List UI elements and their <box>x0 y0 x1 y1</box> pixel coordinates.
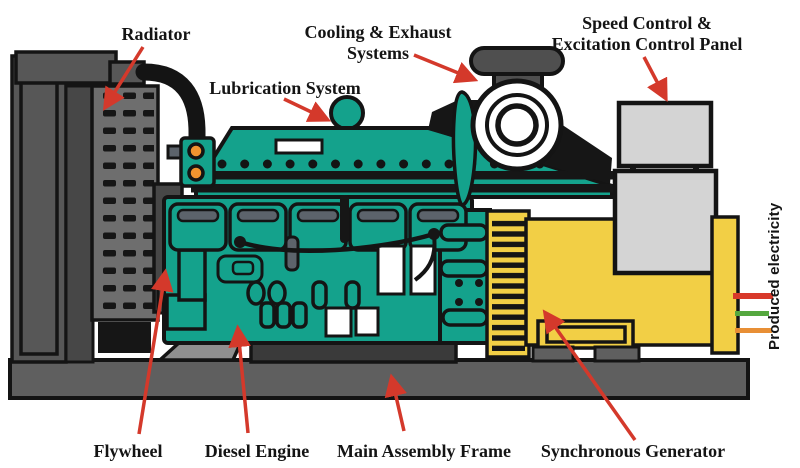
coupling-ribs <box>485 209 531 359</box>
engine-nameplate <box>274 138 324 155</box>
cooling-exhaust-label-line1: Cooling & Exhaust <box>304 22 452 42</box>
generator-foot <box>593 345 641 363</box>
cylinder-heads <box>168 202 468 252</box>
main-assembly-frame <box>8 358 750 400</box>
radiator-bottom-tank <box>98 322 151 353</box>
speed-control-label-line1: Speed Control & <box>582 13 712 33</box>
control-panel-top-box <box>616 100 714 169</box>
lubrication-system-label: Lubrication System <box>209 78 361 98</box>
radiator-label: Radiator <box>121 24 191 44</box>
fan-blade <box>451 90 478 207</box>
annotation-arrows <box>102 46 668 442</box>
wire-red <box>733 293 773 299</box>
rain-cap <box>469 46 565 76</box>
arrow-synchronous-generator <box>542 309 637 442</box>
water-pump-fitting <box>166 136 216 188</box>
diesel-engine <box>162 126 615 345</box>
diesel-engine-label: Diesel Engine <box>204 441 310 461</box>
synchronous-generator-label: Synchronous Generator <box>540 441 726 461</box>
orange-plug <box>187 164 205 182</box>
radiator-top-tank <box>14 50 118 85</box>
radiator-shroud <box>64 84 95 364</box>
control-panel <box>612 100 719 276</box>
lubrication-oil-cap <box>329 95 365 131</box>
wire-green <box>735 311 769 316</box>
output-wires <box>733 293 773 333</box>
speed-control-label: Speed Control & Excitation Control Panel <box>542 13 752 55</box>
arrow-lubrication <box>283 97 332 122</box>
engine-front-cover <box>177 248 207 302</box>
control-panel-bottom-box <box>612 168 719 276</box>
generator-foot <box>531 345 575 363</box>
generator-end-cap <box>710 215 740 355</box>
cooling-exhaust-label: Cooling & Exhaust Systems <box>300 22 456 64</box>
flywheel-label: Flywheel <box>93 441 163 461</box>
produced-electricity-label: Produced electricity <box>766 202 783 350</box>
radiator-assembly <box>10 50 206 364</box>
radiator-hose <box>135 63 206 177</box>
fuel-line <box>239 231 435 253</box>
arrow-diesel-engine <box>228 324 251 434</box>
cooling-exhaust-label-line2: Systems <box>347 43 409 64</box>
arrow-speed-control <box>642 56 668 103</box>
wire-orange <box>735 328 772 333</box>
orange-plug <box>187 142 205 160</box>
arrow-cooling-exhaust <box>413 53 479 84</box>
main-assembly-frame-label: Main Assembly Frame <box>337 441 511 461</box>
cooling-exhaust-system <box>428 46 612 207</box>
arrow-main-frame <box>384 373 407 432</box>
arrow-radiator <box>102 46 145 111</box>
arrow-flywheel <box>137 268 174 435</box>
radiator-fins <box>96 90 154 316</box>
speed-control-label-line2: Excitation Control Panel <box>551 34 743 55</box>
turbo-inlet <box>495 103 539 147</box>
